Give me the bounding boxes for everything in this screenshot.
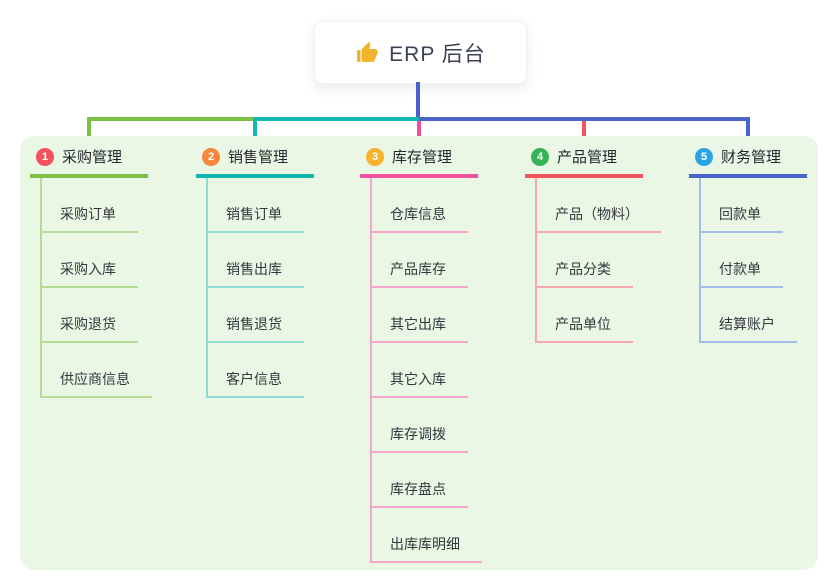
node-supplier-info[interactable]: 供应商信息 [42, 343, 152, 398]
mindmap-panel-background [20, 136, 818, 570]
branch-sales: 2 销售管理 销售订单 销售出库 销售退货 客户信息 [196, 146, 314, 398]
branch-product-header[interactable]: 4 产品管理 [525, 146, 643, 178]
node-other-inbound[interactable]: 其它入库 [372, 343, 468, 398]
branch-purchasing-children: 采购订单 采购入库 采购退货 供应商信息 [40, 178, 152, 398]
branch-inventory-title: 库存管理 [392, 149, 453, 166]
node-settlement-account[interactable]: 结算账户 [701, 288, 797, 343]
root-node-erp[interactable]: ERP 后台 [314, 21, 527, 84]
node-stock-count[interactable]: 库存盘点 [372, 453, 468, 508]
branch-sales-children: 销售订单 销售出库 销售退货 客户信息 [206, 178, 304, 398]
node-product-category[interactable]: 产品分类 [537, 233, 633, 288]
branch-product-children: 产品（物料） 产品分类 产品单位 [535, 178, 661, 343]
node-purchase-inbound[interactable]: 采购入库 [42, 233, 138, 288]
branch-product: 4 产品管理 产品（物料） 产品分类 产品单位 [525, 146, 661, 343]
branch-inventory-children: 仓库信息 产品库存 其它出库 其它入库 库存调拨 库存盘点 出库库明细 [370, 178, 482, 563]
node-sales-outbound[interactable]: 销售出库 [208, 233, 304, 288]
node-warehouse-info[interactable]: 仓库信息 [372, 178, 468, 233]
branch-inventory-header[interactable]: 3 库存管理 [360, 146, 478, 178]
branch-finance-title: 财务管理 [721, 149, 782, 166]
branch-sales-title: 销售管理 [228, 149, 289, 166]
connector-segment-1 [87, 117, 253, 121]
root-connector-line [416, 82, 420, 118]
branch-product-title: 产品管理 [557, 149, 618, 166]
branch-purchasing-title: 采购管理 [62, 149, 123, 166]
node-outbound-detail[interactable]: 出库库明细 [372, 508, 482, 563]
branch-finance-children: 回款单 付款单 结算账户 [699, 178, 797, 343]
branch-purchasing: 1 采购管理 采购订单 采购入库 采购退货 供应商信息 [30, 146, 152, 398]
node-purchase-return[interactable]: 采购退货 [42, 288, 138, 343]
node-product-stock[interactable]: 产品库存 [372, 233, 468, 288]
node-receipt-bill[interactable]: 回款单 [701, 178, 783, 233]
node-sales-order[interactable]: 销售订单 [208, 178, 304, 233]
node-purchase-order[interactable]: 采购订单 [42, 178, 138, 233]
badge-2: 2 [202, 147, 220, 166]
branch-purchasing-header[interactable]: 1 采购管理 [30, 146, 148, 178]
badge-3: 3 [366, 147, 384, 166]
node-product-unit[interactable]: 产品单位 [537, 288, 633, 343]
node-customer-info[interactable]: 客户信息 [208, 343, 304, 398]
thumbs-up-icon [357, 41, 378, 62]
badge-1: 1 [36, 147, 54, 166]
node-stock-transfer[interactable]: 库存调拨 [372, 398, 468, 453]
branch-finance: 5 财务管理 回款单 付款单 结算账户 [689, 146, 807, 343]
branch-finance-header[interactable]: 5 财务管理 [689, 146, 807, 178]
connector-segment-2 [253, 117, 419, 121]
badge-4: 4 [531, 147, 549, 166]
badge-5: 5 [695, 147, 713, 166]
node-product-material[interactable]: 产品（物料） [537, 178, 661, 233]
node-payment-bill[interactable]: 付款单 [701, 233, 783, 288]
connector-segment-3 [419, 117, 750, 121]
node-other-outbound[interactable]: 其它出库 [372, 288, 468, 343]
root-title: ERP 后台 [389, 42, 486, 66]
branch-inventory: 3 库存管理 仓库信息 产品库存 其它出库 其它入库 库存调拨 库存盘点 出库库… [360, 146, 482, 563]
node-sales-return[interactable]: 销售退货 [208, 288, 304, 343]
branch-sales-header[interactable]: 2 销售管理 [196, 146, 314, 178]
